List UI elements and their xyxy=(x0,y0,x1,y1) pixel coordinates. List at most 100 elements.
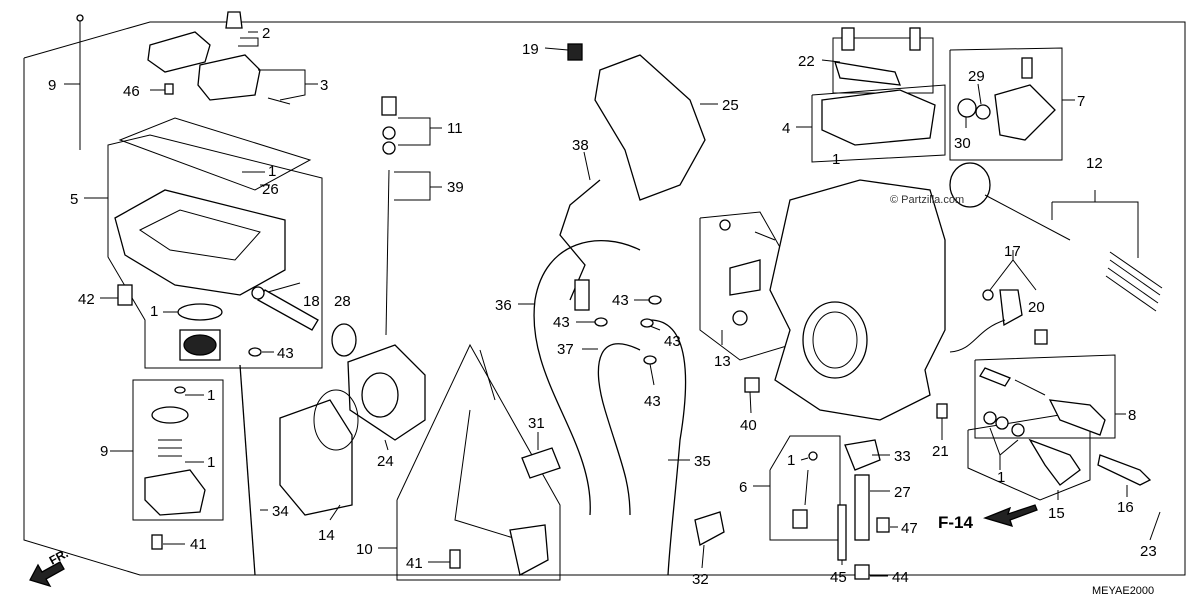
part-screw-20 xyxy=(1034,329,1048,345)
callout: 1 xyxy=(207,454,215,471)
part-spring-8 xyxy=(1014,379,1046,396)
part-cap-33 xyxy=(844,439,881,471)
rod-tip xyxy=(76,14,84,22)
callout: 30 xyxy=(954,135,971,152)
callout: 32 xyxy=(692,571,709,588)
part-jet-27 xyxy=(854,474,870,541)
callout: 6 xyxy=(739,479,747,496)
callout: 19 xyxy=(522,41,539,58)
callout: 1 xyxy=(832,151,840,168)
part-bracket-32 xyxy=(694,511,725,546)
callout: 1 xyxy=(787,452,795,469)
callout: 15 xyxy=(1048,505,1065,522)
callout: 43 xyxy=(612,292,629,309)
callout: 33 xyxy=(894,448,911,465)
part-spring-10 xyxy=(479,349,496,401)
callout: 43 xyxy=(277,345,294,362)
front-direction-arrow xyxy=(29,561,65,588)
watermark: © Partzilla.com xyxy=(890,194,964,206)
part-throttle-shaft-12 xyxy=(984,194,1071,241)
callout: 35 xyxy=(694,453,711,470)
throttle-valve-bore xyxy=(361,372,399,418)
part-o-ring-large xyxy=(177,303,223,321)
callout: 41 xyxy=(406,555,423,572)
callout: 22 xyxy=(798,53,815,70)
part-o-ring-15a xyxy=(983,411,997,425)
callout: 43 xyxy=(664,333,681,350)
part-2-valve xyxy=(225,11,243,29)
part-cover-3b xyxy=(197,54,261,101)
part-elbow-8 xyxy=(1048,399,1106,436)
part-diaphragm-cover xyxy=(151,406,189,424)
callout: 8 xyxy=(1128,407,1136,424)
callout: 9 xyxy=(48,77,56,94)
part-spring xyxy=(158,439,182,457)
part-elbow-15 xyxy=(1028,438,1081,486)
callout: 43 xyxy=(553,314,570,331)
part-screw-21 xyxy=(936,403,948,419)
callout: 1 xyxy=(150,303,158,320)
callout: 4 xyxy=(782,120,790,137)
diagram-code: MEYAE2000 xyxy=(1092,585,1154,597)
part-hose-36 xyxy=(533,239,641,516)
part-cover-25 xyxy=(594,54,706,201)
part-washer-29 xyxy=(975,104,991,120)
part-screw-42 xyxy=(117,284,133,306)
part-jet-44 xyxy=(854,564,870,580)
part-o-ring-15c xyxy=(1011,423,1025,437)
callout: 47 xyxy=(901,520,918,537)
part-pin xyxy=(267,97,291,105)
callout: 29 xyxy=(968,68,985,85)
part-screw-41 xyxy=(151,534,163,550)
group-box-9 xyxy=(132,379,224,521)
callout: 1 xyxy=(207,387,215,404)
callout: 1 xyxy=(268,163,276,180)
callout: 40 xyxy=(740,417,757,434)
callout: 24 xyxy=(377,453,394,470)
part-screw-41b xyxy=(449,549,461,569)
callout: 16 xyxy=(1117,499,1134,516)
leader-lines xyxy=(64,31,1161,577)
part-o-ring-15b xyxy=(995,416,1009,430)
group-box-10 xyxy=(396,343,561,581)
part-pump-cover xyxy=(144,469,206,516)
part-throttle-drum xyxy=(949,162,991,208)
part-plate-22 xyxy=(834,61,901,86)
callout: 44 xyxy=(892,569,909,586)
callout: 45 xyxy=(830,569,847,586)
part-screw-19 xyxy=(567,43,583,61)
group-box-5 xyxy=(107,134,323,369)
group-box-6 xyxy=(769,435,841,541)
part-carburetor-body xyxy=(769,179,946,421)
part-lever-7 xyxy=(994,84,1056,141)
part-hose-38 xyxy=(559,179,601,301)
part-screw-13 xyxy=(719,219,731,231)
part-washer-30 xyxy=(957,98,977,118)
part-seal-28 xyxy=(331,323,357,357)
callout: 37 xyxy=(557,341,574,358)
callout: 1 xyxy=(997,469,1005,486)
part-o-ring-6 xyxy=(808,451,818,461)
part-hose-35 xyxy=(649,319,687,576)
callout: 41 xyxy=(190,536,207,553)
part-spring-13 xyxy=(754,231,776,241)
callout: 11 xyxy=(447,120,463,137)
reference-arrow xyxy=(983,504,1038,527)
group-box-7 xyxy=(949,47,1063,161)
part-screw-16 xyxy=(1097,454,1152,486)
part-clip-43e xyxy=(248,347,262,357)
callout-labels: 9 46 2 3 1 26 5 42 1 18 28 11 39 43 9 1 … xyxy=(48,25,1157,588)
callout: 7 xyxy=(1077,93,1085,110)
part-lever xyxy=(509,524,549,576)
float-chamber-inner xyxy=(139,209,261,261)
part-hose-connector xyxy=(574,279,590,311)
group-box-4 xyxy=(811,84,946,163)
callout: 9 xyxy=(100,443,108,460)
part-screw-40 xyxy=(744,377,760,393)
part-screw-7 xyxy=(1021,57,1033,79)
part-clip-43a xyxy=(648,295,662,305)
part-sensor-17 xyxy=(999,289,1023,327)
callout: 39 xyxy=(447,179,464,196)
callout: 5 xyxy=(70,191,78,208)
